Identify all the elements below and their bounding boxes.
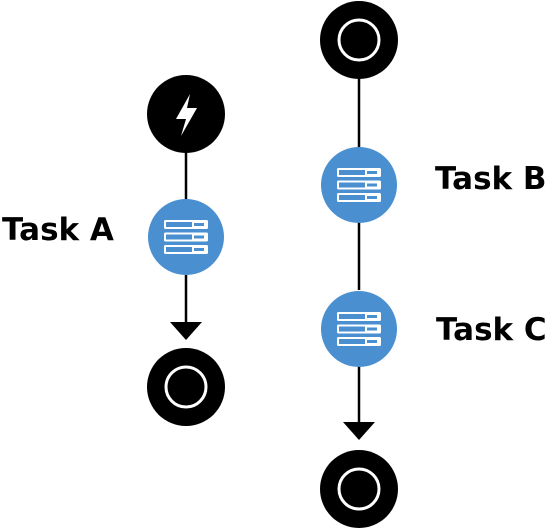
- arrowhead-left-icon: [170, 322, 202, 340]
- arrowhead-right-icon: [343, 422, 375, 440]
- task-a-label: Task A: [2, 212, 114, 248]
- lightning-bolt-icon: [176, 94, 197, 136]
- task-b-node[interactable]: [321, 147, 397, 223]
- server-stack-icon: [337, 312, 381, 346]
- task-b-label: Task B: [435, 161, 547, 197]
- server-stack-icon: [337, 168, 381, 202]
- circle-ring-icon: [164, 365, 208, 409]
- circle-ring-icon: [337, 18, 381, 62]
- start-event-right[interactable]: [320, 1, 398, 79]
- start-trigger-event[interactable]: [147, 75, 225, 153]
- server-stack-icon: [164, 220, 208, 254]
- end-event-left[interactable]: [147, 348, 225, 426]
- end-event-right[interactable]: [320, 450, 398, 528]
- task-a-node[interactable]: [148, 199, 224, 275]
- task-c-label: Task C: [436, 312, 547, 348]
- task-c-node[interactable]: [321, 291, 397, 367]
- circle-ring-icon: [337, 467, 381, 511]
